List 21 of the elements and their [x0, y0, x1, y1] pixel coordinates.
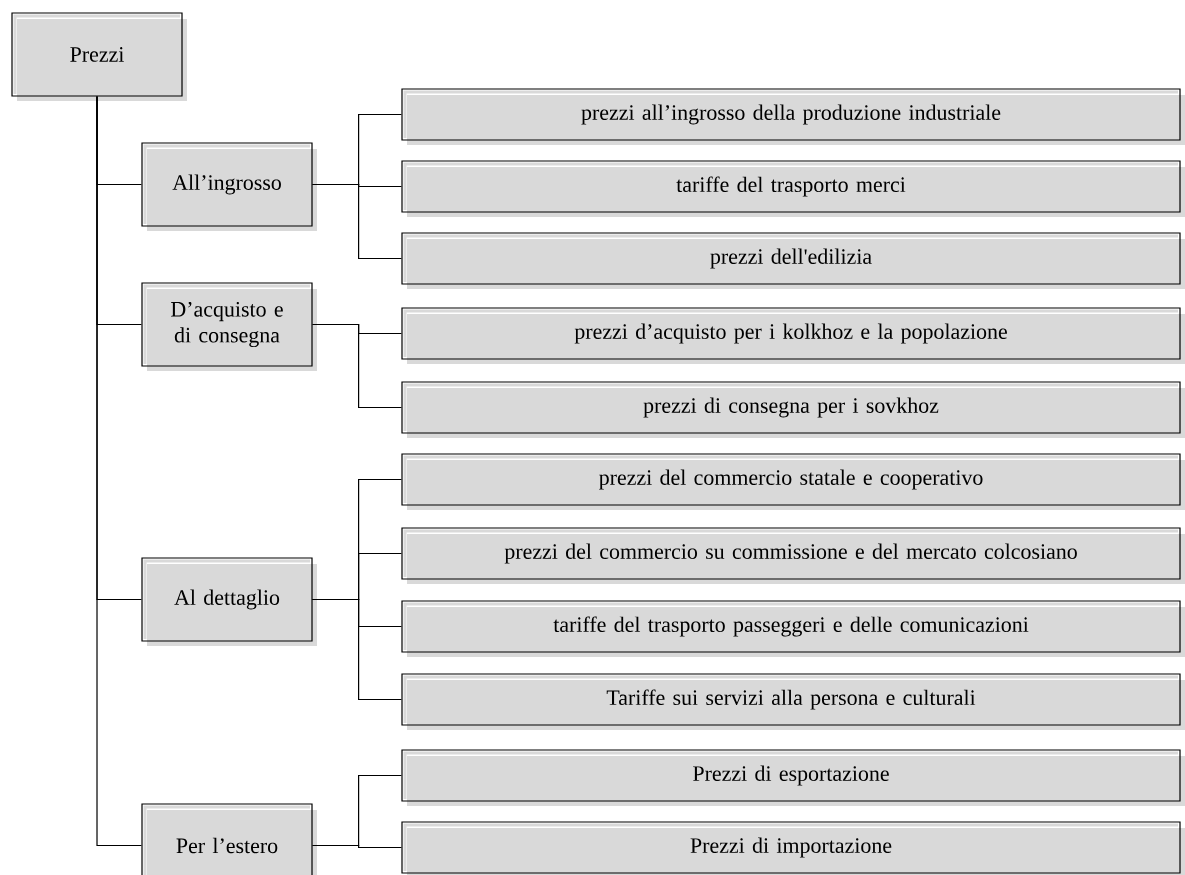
connector	[312, 183, 402, 260]
connector	[96, 96, 142, 847]
item-box: Prezzi di importazione	[401, 821, 1185, 875]
category-box: D’acquisto e di consegna	[141, 282, 317, 371]
item-box: Prezzi di esportazione	[401, 749, 1185, 806]
item-box: tariffe del trasporto passeggeri e delle comunicazioni	[401, 600, 1185, 657]
item-box: prezzi d’acquisto per i kolkhoz e la popolazione	[401, 307, 1185, 364]
item-box: prezzi dell'edilizia	[401, 232, 1185, 289]
connector	[312, 598, 402, 701]
connector	[312, 844, 402, 849]
item-box: prezzi all’ingrosso della produzione industriale	[401, 88, 1185, 145]
category-box: Al dettaglio	[141, 557, 317, 646]
item-box: prezzi del commercio su commissione e del mercato colcosiano	[401, 527, 1185, 584]
category-box: All’ingrosso	[141, 142, 317, 231]
root-box: Prezzi	[11, 12, 187, 101]
item-box: prezzi di consegna per i sovkhoz	[401, 381, 1185, 438]
item-box: tariffe del trasporto merci	[401, 160, 1185, 217]
category-box: Per l’estero	[141, 803, 317, 875]
connector	[312, 323, 402, 409]
item-box: Tariffe sui servizi alla persona e culturali	[401, 673, 1185, 730]
item-box: prezzi del commercio statale e cooperativo	[401, 453, 1185, 510]
